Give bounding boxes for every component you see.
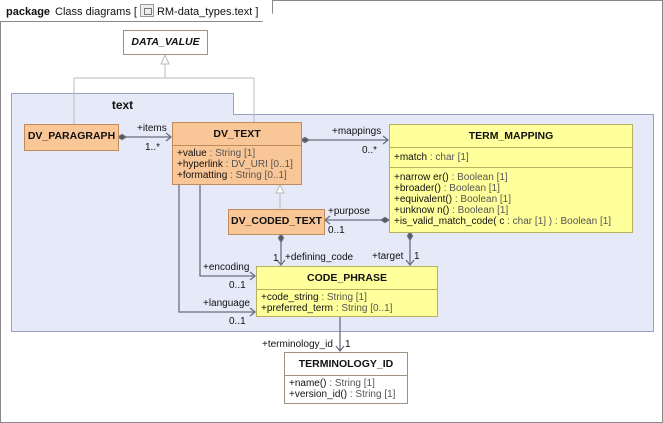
role-items: +items [137, 123, 167, 134]
attributes: +code_string : String [1] +preferred_ter… [257, 289, 437, 316]
class-name: CODE_PHRASE [307, 272, 387, 284]
attributes: +value : String [1] +hyperlink : DV_URI … [173, 145, 301, 183]
arrowhead [382, 135, 390, 145]
mult-encoding: 0..1 [229, 280, 246, 291]
mult-mappings: 0..* [362, 145, 378, 156]
composition-diamond [379, 216, 391, 224]
class-dv-coded-text[interactable]: DV_CODED_TEXT [228, 209, 325, 235]
composition-diamond [277, 232, 285, 244]
role-defining-code: +defining_code [285, 252, 354, 263]
class-name: DV_PARAGRAPH [27, 130, 116, 142]
frame-title-suffix: ] [255, 6, 259, 18]
arrowhead [249, 307, 257, 317]
class-terminology-id[interactable]: TERMINOLOGY_ID +name() : String [1] +ver… [284, 352, 408, 404]
arrowhead [276, 259, 286, 267]
role-terminology-id: +terminology_id [262, 339, 333, 350]
attributes: +match : char [1] [390, 147, 632, 167]
generalization-to-data-value [73, 64, 255, 124]
role-target: +target [372, 251, 404, 262]
composition-diamond [406, 230, 414, 242]
operation-is-valid-match-code: +is_valid_match_code( c : char [1] ) : B… [394, 216, 612, 227]
class-name: TERM_MAPPING [468, 130, 554, 142]
generalization-arrowhead [160, 53, 170, 65]
composition-diamond [116, 133, 128, 141]
operation-broader: +broader() : Boolean [1] [394, 183, 500, 194]
diagram-name[interactable]: RM-data_types.text [156, 6, 253, 18]
arrowhead [323, 215, 331, 225]
role-encoding: +encoding [203, 262, 250, 273]
frame-keyword: package [6, 6, 51, 18]
class-diagram-icon [139, 4, 154, 17]
arrowhead [405, 259, 415, 267]
operations: +narrow er() : Boolean [1] +broader() : … [390, 167, 632, 229]
arrowhead [165, 132, 173, 142]
assoc-language[interactable] [178, 184, 255, 313]
mult-items: 1..* [145, 142, 161, 153]
role-language: +language [203, 298, 250, 309]
mult-purpose: 0..1 [328, 225, 345, 236]
attribute-preferred-term: +preferred_term : String [0..1] [261, 303, 393, 314]
operation-equivalent: +equivalent() : Boolean [1] [394, 194, 512, 205]
class-data-value[interactable]: DATA_VALUE [123, 30, 208, 55]
class-name: DV_TEXT [213, 128, 261, 140]
role-purpose: +purpose [328, 206, 370, 217]
operation-narrower: +narrow er() : Boolean [1] [394, 172, 508, 183]
class-code-phrase[interactable]: CODE_PHRASE +code_string : String [1] +p… [256, 266, 438, 317]
generalization-lines [73, 53, 285, 209]
class-dv-text[interactable]: DV_TEXT +value : String [1] +hyperlink :… [172, 122, 302, 185]
package-name: text [111, 98, 134, 112]
class-name: TERMINOLOGY_ID [298, 358, 394, 370]
assoc-encoding[interactable] [199, 184, 255, 277]
frame-title: package Class diagrams [ RM-data_types.tex… [0, 0, 273, 22]
arrowhead [249, 271, 257, 281]
operation-name: +name() : String [1] [289, 378, 375, 389]
mult-language: 0..1 [229, 316, 246, 327]
generalization-arrowhead [275, 183, 285, 194]
attribute-value: +value : String [1] [177, 148, 256, 159]
operations: +name() : String [1] +version_id() : Str… [285, 375, 407, 402]
frame-title-prefix: Class diagrams [ [55, 6, 137, 18]
mult-target: 1 [414, 251, 420, 262]
operation-unknown: +unknow n() : Boolean [1] [394, 205, 509, 216]
class-term-mapping[interactable]: TERM_MAPPING +match : char [1] +narrow e… [389, 124, 633, 233]
package-text-tab[interactable]: text [11, 93, 234, 115]
mult-defining-code: 1 [273, 253, 279, 264]
operation-version-id: +version_id() : String [1] [289, 389, 396, 400]
attribute-code-string: +code_string : String [1] [261, 292, 367, 303]
role-mappings: +mappings [332, 126, 382, 137]
attribute-formatting: +formatting : String [0..1] [177, 170, 287, 181]
mult-terminology-id: 1 [345, 339, 351, 350]
arrowhead [335, 345, 345, 353]
attribute-match: +match : char [1] [394, 152, 469, 163]
attribute-hyperlink: +hyperlink : DV_URI [0..1] [177, 159, 293, 170]
class-dv-paragraph[interactable]: DV_PARAGRAPH [24, 124, 119, 151]
class-name: DATA_VALUE [131, 36, 200, 48]
class-name: DV_CODED_TEXT [231, 215, 323, 227]
composition-diamond [299, 136, 311, 144]
